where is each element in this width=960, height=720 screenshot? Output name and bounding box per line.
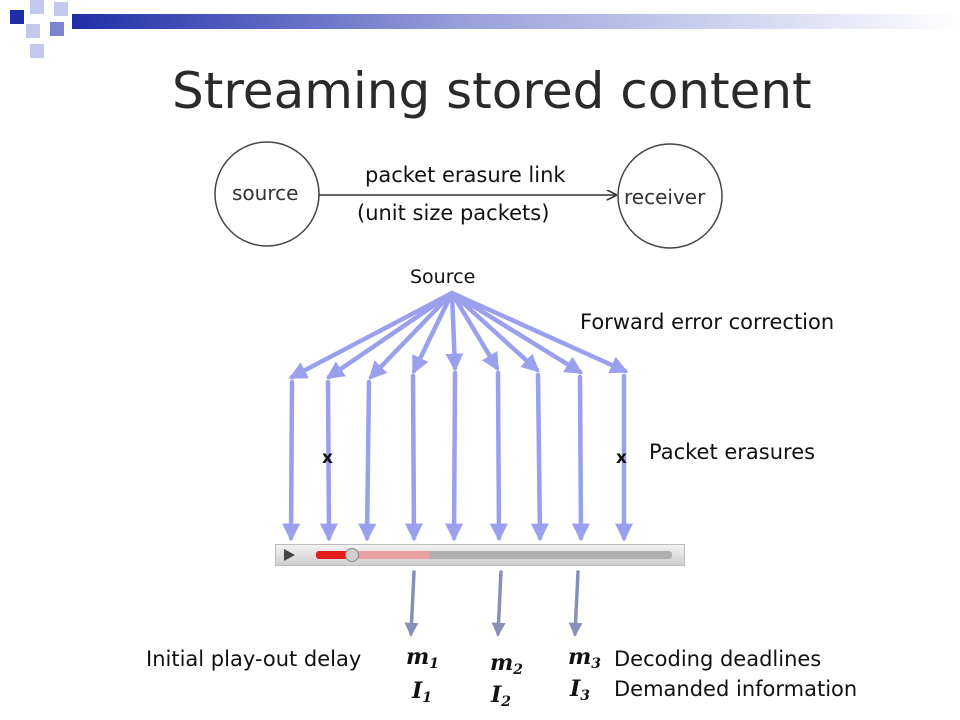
fan-segment-4 [411,290,455,375]
fec-label: Forward error correction [580,310,835,334]
fan-segment-7 [449,290,540,373]
packet-arrow-7 [530,372,549,542]
erasure-mark-2: x [322,448,333,468]
deco-square [26,24,40,38]
deco-square [10,10,24,24]
source-node-label: source [232,181,299,205]
fan-segment-1 [288,290,455,380]
info-i3: I3 [570,676,591,704]
receiver-node-label: receiver [624,185,706,209]
fan-segment-8 [449,290,584,375]
link-label: packet erasure link [365,163,566,187]
info-i1: I1 [412,678,433,706]
packet-arrows [282,370,633,542]
receiver-node [617,143,723,249]
deco-square [30,0,44,14]
media-player-bar [275,544,685,566]
packet-arrow-6 [489,370,508,542]
buffer-fill [316,551,430,559]
deco-square [54,2,68,16]
message-m1: m1 [406,644,440,672]
playhead-handle[interactable] [344,548,359,562]
fan-segment-6 [449,290,500,372]
deadline-arrow-3 [568,570,583,637]
message-m3: m3 [568,644,602,672]
message-m2: m2 [490,650,524,678]
play-icon[interactable] [284,549,295,561]
fan-segment-9 [449,290,629,374]
fec-fanout [288,290,629,380]
header-decoration [10,0,960,58]
deco-gradient-bar [72,14,960,29]
packet-arrow-5 [445,370,464,542]
fan-segment-3 [368,290,455,380]
packet-arrow-8 [571,374,590,542]
deadline-arrows [404,570,583,637]
erasure-mark-9: x [616,448,627,468]
fan-segment-2 [326,290,455,380]
demanded-label: Demanded information [614,677,858,701]
packet-arrow-3 [358,379,377,542]
fec-source-label: Source [410,266,476,288]
deco-square [30,44,44,58]
packet-arrow-2 [319,379,338,542]
played-fill [316,551,352,559]
source-node [214,141,320,247]
page-title: Streaming stored content [172,62,812,120]
packet-arrow-4 [404,373,423,542]
packet-arrow-1 [282,379,301,542]
deadline-arrow-1 [404,570,419,637]
deco-square [50,22,64,36]
deadlines-label: Decoding deadlines [614,647,822,671]
erasure-label: Packet erasures [649,440,816,464]
progress-track[interactable] [316,548,672,562]
initial-delay-label: Initial play-out delay [146,647,362,671]
deadline-arrow-2 [491,570,506,637]
fan-segment-5 [445,290,464,372]
link-sublabel: (unit size packets) [357,201,550,225]
info-i2: I2 [491,682,512,710]
